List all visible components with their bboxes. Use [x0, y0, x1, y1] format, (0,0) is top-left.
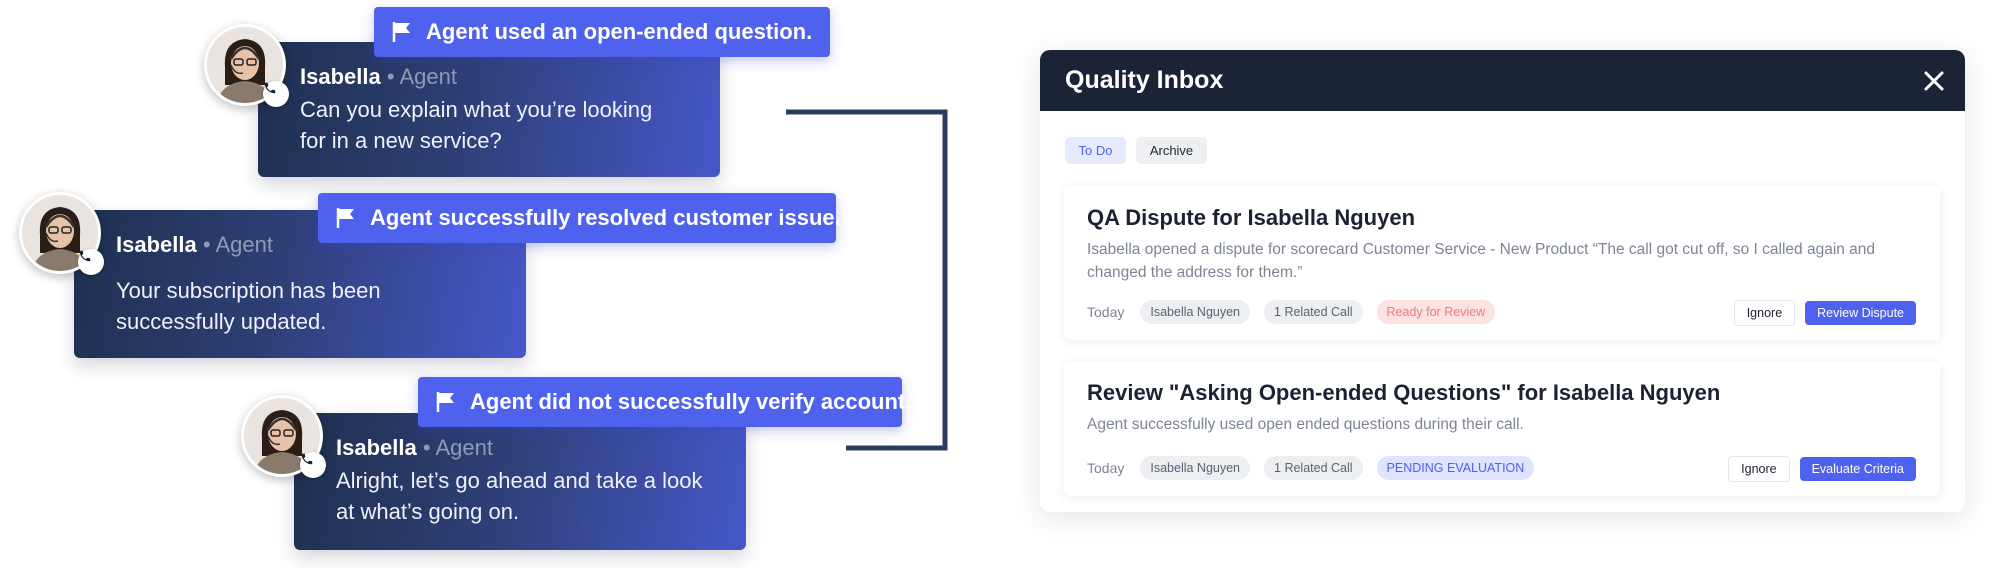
close-icon — [1924, 71, 1944, 91]
item-actions: Ignore Evaluate Criteria — [1728, 456, 1916, 482]
inbox-header: Quality Inbox — [1040, 50, 1965, 111]
flag-text: Agent used an open-ended question. — [426, 19, 813, 44]
inbox-title: Quality Inbox — [1065, 66, 1224, 94]
review-dispute-button[interactable]: Review Dispute — [1805, 301, 1916, 325]
item-date: Today — [1087, 304, 1125, 320]
person-chip[interactable]: Isabella Nguyen — [1140, 300, 1251, 324]
agent-name: Isabella — [116, 232, 197, 257]
phone-icon — [78, 249, 104, 275]
status-badge: PENDING EVALUATION — [1376, 456, 1535, 480]
inbox-item[interactable]: Review "Asking Open-ended Questions" for… — [1064, 362, 1940, 496]
flag-tag[interactable]: Agent successfully resolved customer iss… — [318, 193, 841, 243]
flag-icon — [392, 22, 410, 42]
evaluate-criteria-button[interactable]: Evaluate Criteria — [1799, 457, 1916, 481]
tab-to-do[interactable]: To Do — [1065, 137, 1126, 164]
agent-role: • Agent — [422, 435, 493, 460]
item-date: Today — [1087, 460, 1125, 476]
related-call-chip[interactable]: 1 Related Call — [1264, 456, 1363, 480]
agent-avatar[interactable] — [204, 24, 289, 107]
message-text: Can you explain what you’re looking for … — [300, 97, 653, 153]
item-title: Review "Asking Open-ended Questions" for… — [1087, 380, 1721, 405]
message-header: Isabella • Agent — [336, 435, 493, 461]
chat-message-card: Isabella • Agent Your subscription has b… — [74, 210, 526, 358]
agent-avatar[interactable] — [19, 192, 104, 275]
avatar-agent-headset — [207, 27, 283, 103]
message-header: Isabella • Agent — [300, 64, 457, 90]
flow-connector — [590, 109, 1016, 451]
agent-avatar[interactable] — [241, 395, 326, 478]
agent-name: Isabella — [300, 64, 381, 89]
message-text: Alright, let’s go ahead and take a look … — [336, 468, 703, 524]
item-description: Isabella opened a dispute for scorecard … — [1087, 241, 1876, 281]
message-header: Isabella • Agent — [116, 232, 273, 258]
flag-icon — [436, 392, 454, 412]
chat-message-card: Isabella • Agent Can you explain what yo… — [258, 42, 720, 177]
item-description: Agent successfully used open ended quest… — [1087, 416, 1524, 433]
item-actions: Ignore Review Dispute — [1733, 300, 1916, 326]
message-text: Your subscription has been successfully … — [116, 278, 381, 334]
related-call-chip[interactable]: 1 Related Call — [1264, 300, 1363, 324]
ignore-button[interactable]: Ignore — [1728, 456, 1790, 482]
inbox-item[interactable]: QA Dispute for Isabella Nguyen Isabella … — [1064, 186, 1940, 340]
flag-tag[interactable]: Agent did not successfully verify accoun… — [418, 377, 911, 427]
item-meta: Today Isabella Nguyen 1 Related Call Rea… — [1087, 299, 1509, 325]
flag-tag[interactable]: Agent used an open-ended question. — [374, 7, 830, 57]
chat-message-card: Isabella • Agent Alright, let’s go ahead… — [294, 413, 746, 550]
agent-name: Isabella — [336, 435, 417, 460]
agent-role: • Agent — [386, 64, 457, 89]
agent-role: • Agent — [202, 232, 273, 257]
flag-text: Agent successfully resolved customer iss… — [370, 205, 841, 230]
flag-icon — [336, 208, 354, 228]
item-title: QA Dispute for Isabella Nguyen — [1087, 205, 1416, 230]
item-meta: Today Isabella Nguyen 1 Related Call PEN… — [1087, 455, 1548, 481]
phone-icon — [263, 81, 289, 107]
quality-inbox-panel: Quality Inbox To Do Archive QA Dispute f… — [1040, 50, 1965, 512]
close-button[interactable] — [1919, 66, 1949, 96]
ignore-button[interactable]: Ignore — [1733, 300, 1796, 326]
person-chip[interactable]: Isabella Nguyen — [1140, 456, 1251, 480]
status-badge: Ready for Review — [1376, 300, 1496, 324]
tab-archive[interactable]: Archive — [1136, 137, 1207, 164]
phone-icon — [300, 452, 326, 478]
flag-text: Agent did not successfully verify accoun… — [470, 389, 912, 414]
